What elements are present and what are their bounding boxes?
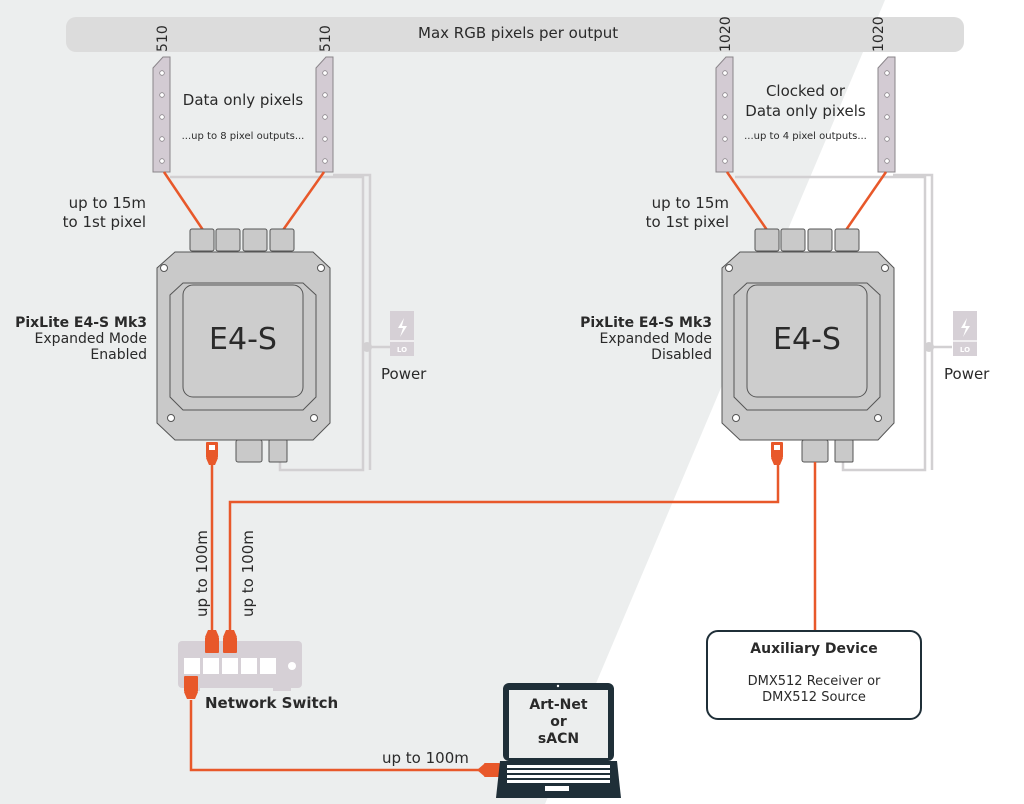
right-strip-2-max-pixels: 1020 xyxy=(871,16,887,52)
right-device-mode-line1: Expanded Mode xyxy=(599,331,712,347)
network-switch-label: Network Switch xyxy=(205,694,339,712)
right-power-icon-text: LO xyxy=(960,346,970,354)
left-outputs-note: ...up to 8 pixel outputs... xyxy=(181,131,305,142)
right-outputs-note: ...up to 4 pixel outputs... xyxy=(744,131,867,142)
left-device-mode-line1: Expanded Mode xyxy=(34,331,147,347)
laptop-screen-line3: sACN xyxy=(537,731,580,747)
right-device-body xyxy=(721,228,895,463)
right-power-icon: LO xyxy=(953,311,977,356)
left-device-ethernet-plug xyxy=(206,442,218,465)
laptop-link-label: up to 100m xyxy=(382,749,469,767)
header-bar xyxy=(66,17,964,52)
left-device-face-label: E4-S xyxy=(209,322,277,357)
right-device-mode-line2: Disabled xyxy=(651,347,712,363)
left-device-mode-line2: Enabled xyxy=(90,347,147,363)
auxiliary-device-line1: DMX512 Receiver or xyxy=(747,674,881,689)
right-pixel-type-line1: Clocked or xyxy=(765,82,846,100)
right-pixel-cable-2 xyxy=(844,171,888,231)
right-strip-1-max-pixels: 1020 xyxy=(718,16,734,52)
laptop-ethernet-plug xyxy=(477,763,500,777)
left-strip-1 xyxy=(152,56,171,173)
auxiliary-device-box xyxy=(706,630,922,720)
left-power-junction xyxy=(362,342,372,352)
auxiliary-device-title: Auxiliary Device xyxy=(750,641,878,657)
laptop-screen-line1: Art-Net xyxy=(529,697,588,713)
left-strip-2-max-pixels: 510 xyxy=(318,25,334,52)
left-power-icon-text: LO xyxy=(397,346,407,354)
switch-ethernet-plugs xyxy=(184,630,237,699)
left-power-icon: LO xyxy=(390,311,414,356)
right-distance-label-line2: to 1st pixel xyxy=(645,213,729,231)
right-strip-1 xyxy=(715,56,734,173)
left-distance-label-line2: to 1st pixel xyxy=(62,213,146,231)
network-link-label-1: up to 100m xyxy=(193,530,211,617)
right-device-ethernet-plug xyxy=(771,442,783,465)
right-pixel-type-line2: Data only pixels xyxy=(745,102,866,120)
left-distance-label-line1: up to 15m xyxy=(68,194,146,212)
left-pixel-type: Data only pixels xyxy=(182,91,304,109)
left-device-name: PixLite E4-S Mk3 xyxy=(15,315,147,331)
left-strip-1-max-pixels: 510 xyxy=(155,25,171,52)
right-strip-2 xyxy=(877,56,896,173)
left-pixel-cable-1 xyxy=(162,171,205,231)
background-panel xyxy=(0,0,885,804)
right-power-label: Power xyxy=(944,365,990,383)
right-power-wiring xyxy=(735,173,952,472)
laptop-icon xyxy=(496,683,621,798)
left-device-body xyxy=(156,228,331,463)
left-power-label: Power xyxy=(381,365,427,383)
left-power-wiring xyxy=(170,173,390,472)
left-strip-2 xyxy=(315,56,334,173)
left-pixel-cable-2 xyxy=(281,171,326,231)
header-title: Max RGB pixels per output xyxy=(418,24,619,42)
ethernet-cables xyxy=(189,465,780,772)
right-power-junction xyxy=(924,342,934,352)
right-distance-label-line1: up to 15m xyxy=(651,194,729,212)
auxiliary-device-line2: DMX512 Source xyxy=(762,690,866,705)
network-link-label-2: up to 100m xyxy=(239,530,257,617)
right-device-face-label: E4-S xyxy=(773,322,841,357)
laptop-screen-line2: or xyxy=(550,714,567,730)
right-pixel-cable-1 xyxy=(725,171,769,231)
right-device-name: PixLite E4-S Mk3 xyxy=(580,315,712,331)
